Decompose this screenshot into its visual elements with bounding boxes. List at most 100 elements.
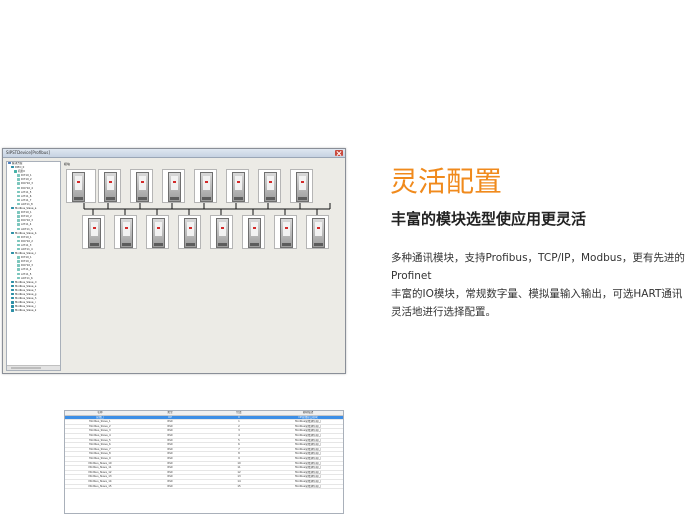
tree-node[interactable]: Modbus_Slave_a [7,207,60,211]
module-slot[interactable] [306,215,329,249]
tree-node[interactable]: Modbus_Slave_j [7,305,60,309]
tree-node[interactable]: DPIO_0 [7,166,60,170]
tree-node[interactable]: DO710_4 [7,186,60,191]
tree-node[interactable]: DI710_2 [7,178,60,182]
close-icon[interactable] [335,150,343,156]
table-cell: Modbus总线通信接口 [295,479,321,483]
tree-node[interactable]: Modbus_Slave_e [7,284,60,289]
tree-scrollbar[interactable] [7,365,60,370]
module-slot[interactable] [178,215,201,249]
table-cell: DP总线接口模块 [298,415,318,419]
io-module-icon [168,172,181,202]
module-icon [17,256,20,259]
tree-node[interactable]: DI710_1 [7,256,60,260]
tree-node[interactable]: AO711_6 [7,276,60,281]
tree-node[interactable]: AI711_7 [7,198,60,203]
table-cell: RS0 [167,475,173,479]
column-header-description[interactable]: 模块描述 [302,411,314,414]
table-cell: 7 [238,447,240,451]
module-slot[interactable] [274,215,297,249]
tree-node[interactable]: DO710_3 [7,219,60,223]
table-cell: Modbus_Slave_14 [88,479,112,483]
module-slot[interactable] [98,169,121,203]
tree-node[interactable]: AO711_4 [7,247,60,252]
module-slot[interactable] [66,169,96,203]
tree-node[interactable]: Modbus_Slave_h [7,297,60,301]
tree-node[interactable]: AI711_4 [7,268,60,272]
subheading: 丰富的模块选型使应用更灵活 [391,210,587,228]
tree-node[interactable]: Modbus_Slave_c [7,252,60,256]
module-slot[interactable] [146,215,169,249]
tree-node[interactable]: DO710_3 [7,264,60,268]
tree-node[interactable]: Modbus_Slave_g [7,293,60,297]
tree-node[interactable]: AI711_5 [7,272,60,277]
tree-node[interactable]: DI710_2 [7,260,60,264]
tree-node[interactable]: AI711_3 [7,243,60,248]
tree-node[interactable]: Modbus_Slave_b [7,231,60,236]
tree-node[interactable]: DI710_1 [7,174,60,178]
module-icon [17,190,20,194]
tree-node[interactable]: Modbus_Slave_f [7,288,60,293]
column-header-type[interactable]: 类型 [167,411,173,414]
tree-node[interactable]: AI711_5 [7,190,60,195]
tree-node-label: DI710_2 [21,215,32,219]
module-connector [202,197,211,200]
module-slot[interactable] [242,215,265,249]
tree-node[interactable]: 机架0 [7,170,60,174]
module-slot[interactable] [130,169,153,203]
tree-node[interactable]: 解决方案 [7,162,60,166]
io-module-icon [104,172,117,202]
tree-node[interactable]: DI710_2 [7,215,60,219]
module-slot[interactable] [114,215,137,249]
module-slot[interactable] [82,215,105,249]
tree-node-label: AI711_7 [21,199,32,203]
tree-node[interactable]: Modbus_Slave_k [7,309,60,313]
tree-node-label: AO711_6 [21,276,33,280]
module-slot[interactable] [210,215,233,249]
table-cell: RS0 [167,447,173,451]
tree-node[interactable]: AO711_5 [7,227,60,232]
tree-node-label: AI711_6 [21,194,32,198]
module-slot[interactable] [226,169,249,203]
tree-node[interactable]: Modbus_Slave_d [7,280,60,285]
module-icon [17,243,20,247]
table-cell: 5 [238,438,240,442]
tree-node[interactable]: DO710_2 [7,239,60,244]
tree-node[interactable]: Modbus_Slave_i [7,301,60,305]
tree-node-label: Modbus_Slave_j [15,305,36,309]
tree-node[interactable]: DO710_3 [7,182,60,186]
module-slot[interactable] [290,169,313,203]
tree-node[interactable]: DI710_1 [7,235,60,240]
tree-node-label: DO710_3 [21,219,33,223]
column-header-position[interactable]: 位置 [236,411,242,414]
table-cell: Modbus总线通信接口 [295,470,321,474]
tree-node[interactable]: AO711_8 [7,202,60,207]
column-header-name[interactable]: 名称 [97,411,103,414]
module-slot[interactable] [258,169,281,203]
module-slot[interactable] [194,169,217,203]
scrollbar-thumb[interactable] [11,366,41,369]
tree-node[interactable]: AI711_4 [7,223,60,227]
module-slot[interactable] [162,169,185,203]
module-icon [11,231,14,234]
tree-node[interactable]: DI710_1 [7,211,60,215]
module-icon [17,219,20,222]
tree-node[interactable]: AI711_6 [7,194,60,199]
